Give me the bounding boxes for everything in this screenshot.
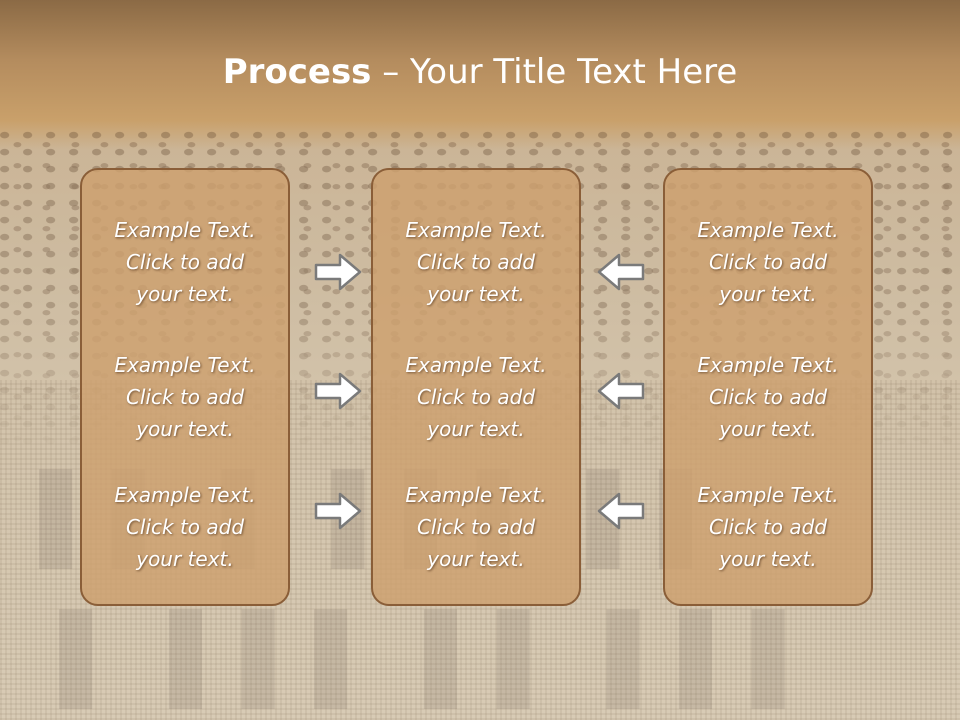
text-line: Example Text. [114, 353, 256, 377]
text-placeholder[interactable]: Example Text. Click to add your text. [373, 214, 579, 310]
left-arrow-icon[interactable] [597, 252, 645, 292]
text-line: Click to add [708, 250, 828, 274]
text-line: your text. [427, 547, 525, 571]
process-box-2[interactable]: Example Text. Click to add your text. Ex… [371, 168, 581, 606]
text-line: your text. [719, 417, 817, 441]
text-line: Example Text. [697, 353, 839, 377]
left-arrow-icon[interactable] [597, 371, 645, 411]
title-rest: – Your Title Text Here [371, 52, 738, 92]
left-arrow-icon[interactable] [597, 491, 645, 531]
text-line: your text. [719, 282, 817, 306]
text-placeholder[interactable]: Example Text. Click to add your text. [665, 479, 871, 575]
text-placeholder[interactable]: Example Text. Click to add your text. [82, 214, 288, 310]
text-placeholder[interactable]: Example Text. Click to add your text. [665, 349, 871, 445]
text-line: your text. [136, 282, 234, 306]
text-placeholder[interactable]: Example Text. Click to add your text. [373, 349, 579, 445]
text-line: Example Text. [405, 218, 547, 242]
text-line: Click to add [416, 385, 536, 409]
text-placeholder[interactable]: Example Text. Click to add your text. [373, 479, 579, 575]
text-placeholder[interactable]: Example Text. Click to add your text. [665, 214, 871, 310]
text-line: your text. [427, 282, 525, 306]
right-arrow-icon[interactable] [314, 491, 362, 531]
text-line: Example Text. [405, 353, 547, 377]
right-arrow-icon[interactable] [314, 371, 362, 411]
text-line: Click to add [125, 385, 245, 409]
text-line: Click to add [125, 250, 245, 274]
text-line: your text. [719, 547, 817, 571]
text-line: your text. [136, 417, 234, 441]
process-box-1[interactable]: Example Text. Click to add your text. Ex… [80, 168, 290, 606]
text-line: your text. [136, 547, 234, 571]
text-line: Example Text. [405, 483, 547, 507]
text-line: Click to add [416, 250, 536, 274]
text-line: Example Text. [697, 483, 839, 507]
text-placeholder[interactable]: Example Text. Click to add your text. [82, 479, 288, 575]
text-line: Example Text. [697, 218, 839, 242]
title-bold: Process [222, 52, 372, 92]
text-line: Click to add [708, 515, 828, 539]
burlap-stamp-mark-2: ▌ ▌▌▌ ▌▌ ▌▌▌ [60, 610, 826, 708]
right-arrow-icon[interactable] [314, 252, 362, 292]
text-line: Click to add [416, 515, 536, 539]
process-box-3[interactable]: Example Text. Click to add your text. Ex… [663, 168, 873, 606]
text-line: your text. [427, 417, 525, 441]
text-line: Example Text. [114, 483, 256, 507]
text-line: Example Text. [114, 218, 256, 242]
text-placeholder[interactable]: Example Text. Click to add your text. [82, 349, 288, 445]
text-line: Click to add [125, 515, 245, 539]
slide-title[interactable]: Process – Your Title Text Here [0, 52, 960, 92]
text-line: Click to add [708, 385, 828, 409]
